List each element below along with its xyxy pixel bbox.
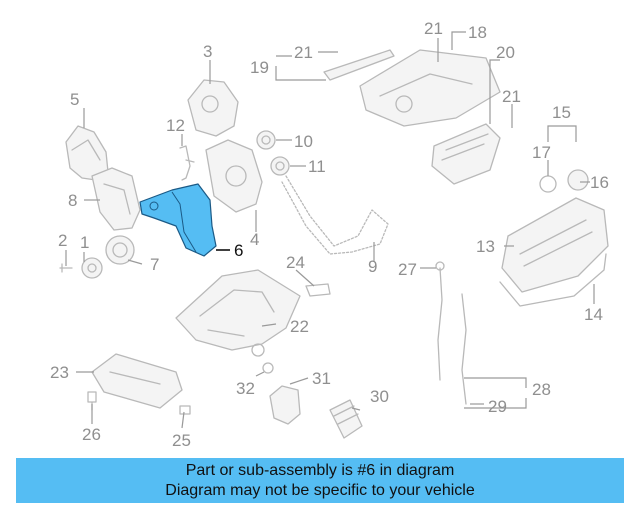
callout-9: 9 [368, 257, 377, 276]
part-30-oil-filter [329, 399, 363, 439]
callout-21-right: 21 [502, 87, 521, 106]
callout-2: 2 [58, 231, 67, 250]
callout-12: 12 [166, 116, 185, 135]
callout-17: 17 [532, 143, 551, 162]
part-18-intake-cover [359, 49, 501, 127]
part-3-cover [187, 79, 239, 137]
callout-8: 8 [68, 191, 77, 210]
callout-1: 1 [80, 233, 89, 252]
part-9-timing-belt [281, 175, 389, 255]
callout-24: 24 [286, 253, 305, 272]
callout-16: 16 [590, 173, 609, 192]
part-23-oil-pan-lower [91, 353, 183, 409]
callout-15: 15 [552, 103, 571, 122]
callout-18: 18 [468, 23, 487, 42]
callout-27: 27 [398, 260, 417, 279]
callout-6: 6 [234, 241, 243, 260]
part-1-crank-gear [81, 257, 103, 279]
callout-7: 7 [150, 255, 159, 274]
callout-28: 28 [532, 380, 551, 399]
callout-5: 5 [70, 90, 79, 109]
part-17-seal [539, 175, 557, 193]
part-20-valve-cover [431, 123, 501, 185]
callout-29: 29 [488, 397, 507, 416]
part-14-gasket [499, 253, 607, 307]
leader-lines [65, 31, 595, 429]
callout-4: 4 [250, 230, 259, 249]
part-4-side-cover [205, 139, 263, 213]
part-13-valve-cover [501, 197, 609, 293]
callout-14: 14 [584, 305, 603, 324]
part-22-oil-pan [175, 269, 301, 351]
callout-22: 22 [290, 317, 309, 336]
part-10-pulley [256, 130, 276, 150]
callout-25: 25 [172, 431, 191, 450]
callout-3: 3 [203, 42, 212, 61]
part-32-seal [262, 362, 274, 374]
part-24-sensor [305, 283, 331, 297]
callout-23: 23 [50, 363, 69, 382]
part-6-highlighted [139, 183, 217, 257]
callout-20: 20 [496, 43, 515, 62]
banner-line-1: Part or sub-assembly is #6 in diagram [185, 461, 455, 479]
info-banner: Part or sub-assembly is #6 in diagram Di… [16, 458, 624, 503]
callout-26: 26 [82, 425, 101, 444]
part-16-cap [567, 169, 589, 191]
callout-30: 30 [370, 387, 389, 406]
part-25-clip [179, 405, 191, 415]
callout-11: 11 [308, 157, 326, 176]
callout-10: 10 [294, 132, 313, 151]
part-19-strip [323, 49, 395, 81]
part-12-bracket [179, 145, 195, 181]
part-28-dipstick-tube [461, 293, 467, 405]
callout-32: 32 [236, 379, 255, 398]
callout-31: 31 [312, 369, 331, 388]
banner-line-2: Diagram may not be specific to your vehi… [165, 481, 475, 499]
part-11-pulley [270, 156, 290, 176]
part-2-bolt [59, 263, 73, 273]
callout-19: 19 [250, 58, 269, 77]
callout-21-top: 21 [424, 19, 443, 38]
part-31-filter-housing [269, 385, 301, 425]
part-8-timing-cover [91, 167, 141, 231]
callout-21-left: 21 [294, 43, 313, 62]
part-27-dipstick [437, 267, 443, 381]
callout-13: 13 [476, 237, 495, 256]
parts-diagram: 5 8 2 1 7 3 12 4 10 11 9 6 22 23 24 25 2… [50, 19, 609, 450]
part-7-crank-pulley [105, 235, 135, 265]
